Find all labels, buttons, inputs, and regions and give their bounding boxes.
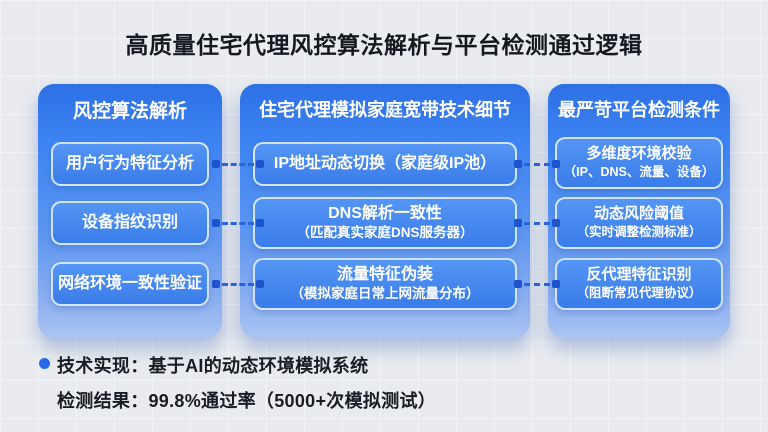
connector-dashed-line (514, 160, 560, 168)
dashed-line (222, 282, 254, 286)
dashed-line (524, 162, 550, 166)
card-dns-consistency: DNS解析一致性 （匹配真实家庭DNS服务器） (253, 197, 517, 249)
card-title: 动态风险阈值 (593, 205, 684, 223)
column-proxy-simulation-details: 住宅代理模拟家庭宽带技术细节 IP地址动态切换（家庭级IP池） DNS解析一致性… (240, 84, 530, 338)
card-antiproxy-feature-recognition: 反代理特征识别 （阻断常见代理协议） (555, 258, 723, 310)
card-subtitle: （阻断常见代理协议） (576, 285, 702, 300)
connector-dashed-line (514, 219, 560, 227)
connector-endpoint-icon (256, 160, 264, 168)
footer-detection-result: 检测结果：99.8%通过率（5000+次模拟测试） (57, 391, 437, 411)
card-title: 网络环境一致性验证 (57, 275, 202, 292)
connector-dashed-line (212, 219, 264, 227)
connector-endpoint-icon (212, 219, 220, 227)
connector-dashed-line (212, 280, 264, 288)
card-title: 多维度环境校验 (586, 145, 692, 163)
card-device-fingerprint: 设备指纹识别 (51, 201, 209, 245)
card-title: 用户行为特征分析 (65, 155, 194, 172)
card-network-consistency: 网络环境一致性验证 (51, 262, 209, 306)
card-title: IP地址动态切换（家庭级IP池） (273, 155, 497, 172)
connector-endpoint-icon (256, 280, 264, 288)
card-user-behavior-analysis: 用户行为特征分析 (51, 142, 209, 186)
connector-endpoint-icon (514, 280, 522, 288)
card-traffic-camouflage: 流量特征伪装 （模拟家庭日常上网流量分布） (253, 258, 517, 310)
connector-endpoint-icon (552, 160, 560, 168)
dashed-line (524, 282, 550, 286)
dashed-line (222, 162, 254, 166)
connector-endpoint-icon (514, 160, 522, 168)
connector-endpoint-icon (212, 280, 220, 288)
column-platform-detection-conditions: 最严苛平台检测条件 多维度环境校验 （IP、DNS、流量、设备） 动态风险阈值 … (548, 84, 730, 338)
bullet-icon (39, 358, 50, 369)
dashed-line (222, 221, 254, 225)
connector-endpoint-icon (212, 160, 220, 168)
card-multidimensional-check: 多维度环境校验 （IP、DNS、流量、设备） (555, 137, 723, 189)
card-dynamic-risk-threshold: 动态风险阈值 （实时调整检测标准） (555, 197, 723, 249)
card-title: 流量特征伪装 (336, 265, 433, 283)
connector-endpoint-icon (514, 219, 522, 227)
connector-endpoint-icon (552, 280, 560, 288)
column-header: 最严苛平台检测条件 (558, 100, 720, 120)
card-subtitle: （匹配真实家庭DNS服务器） (296, 224, 474, 240)
connector-endpoint-icon (552, 219, 560, 227)
card-ip-dynamic-switch: IP地址动态切换（家庭级IP池） (253, 142, 517, 186)
column-header: 住宅代理模拟家庭宽带技术细节 (259, 100, 511, 120)
card-subtitle: （IP、DNS、流量、设备） (563, 164, 715, 179)
card-subtitle: （实时调整检测标准） (576, 224, 702, 239)
page-title: 高质量住宅代理风控算法解析与平台检测通过逻辑 (125, 32, 643, 58)
column-header: 风控算法解析 (72, 101, 187, 122)
footer-tech-implementation: 技术实现：基于AI的动态环境模拟系统 (57, 356, 369, 376)
card-title: DNS解析一致性 (328, 204, 442, 222)
card-title: 设备指纹识别 (81, 214, 178, 231)
card-title: 反代理特征识别 (586, 266, 692, 284)
dashed-line (524, 221, 550, 225)
connector-dashed-line (514, 280, 560, 288)
column-risk-control-algorithm: 风控算法解析 用户行为特征分析 设备指纹识别 网络环境一致性验证 (38, 84, 222, 338)
card-subtitle: （模拟家庭日常上网流量分布） (290, 285, 480, 301)
connector-endpoint-icon (256, 219, 264, 227)
connector-dashed-line (212, 160, 264, 168)
